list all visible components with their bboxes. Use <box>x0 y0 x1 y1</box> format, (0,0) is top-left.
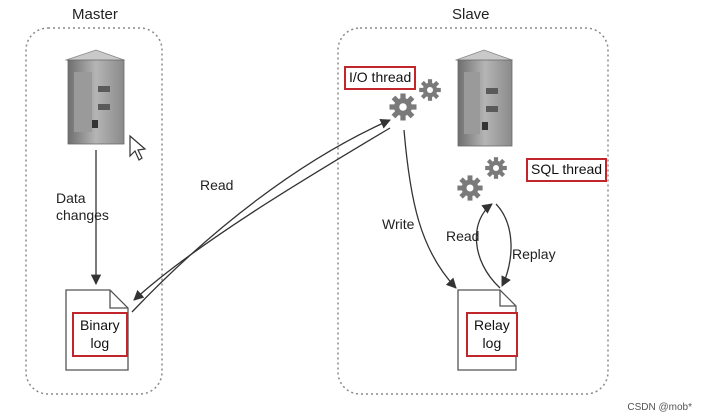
sql-thread-gear-icon-small <box>485 157 507 179</box>
arrow-read-relay <box>475 203 501 289</box>
sql-thread-label: SQL thread <box>526 158 608 182</box>
mouse-cursor-icon <box>129 134 147 161</box>
master-container <box>25 27 163 395</box>
relay-log-label: Relay log <box>466 312 518 357</box>
arrow-write-relay <box>403 129 457 289</box>
arrow-binlog-return <box>133 127 391 301</box>
data-changes-label: Data changes <box>56 190 109 223</box>
io-thread-gear-icon-small <box>419 79 441 101</box>
io-thread-gear-icon-large <box>389 93 417 121</box>
slave-title: Slave <box>452 6 490 23</box>
replay-label: Replay <box>512 246 556 262</box>
slave-server-icon <box>454 49 514 147</box>
sql-thread-gear-icon-large <box>457 175 483 201</box>
io-thread-label: I/O thread <box>344 66 417 90</box>
binary-log-label: Binary log <box>72 312 128 357</box>
read-binlog-label: Read <box>200 177 234 193</box>
watermark: CSDN @mob* <box>627 402 692 413</box>
arrow-replay <box>495 203 512 287</box>
arrow-read-binlog <box>131 119 391 313</box>
write-relay-label: Write <box>382 216 415 232</box>
slave-container <box>337 27 609 395</box>
master-server-icon <box>64 49 126 145</box>
read-relay-label: Read <box>446 228 480 244</box>
master-title: Master <box>72 6 118 23</box>
